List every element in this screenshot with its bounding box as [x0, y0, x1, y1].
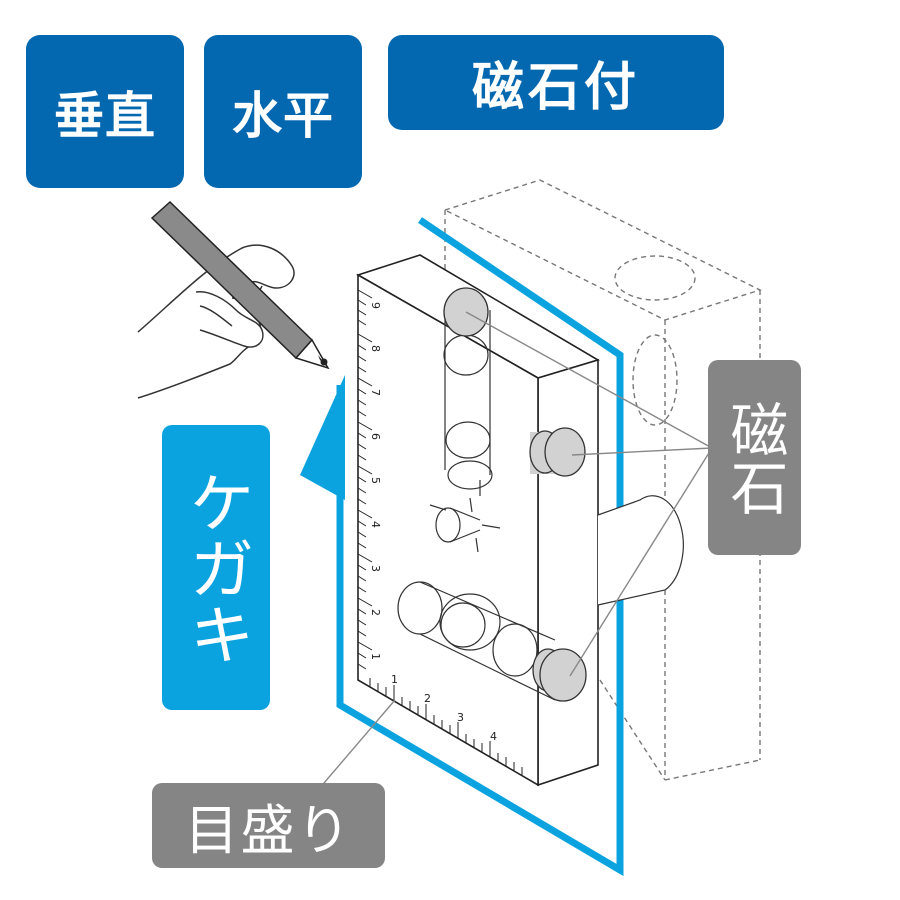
block-front-face — [357, 273, 539, 787]
horizontal-ruler-numbers: 1 2 3 4 — [391, 673, 497, 743]
horizontal-ruler-ticks — [369, 678, 523, 776]
ruler-number: 5 — [369, 477, 382, 484]
ruler-number: 3 — [457, 711, 464, 724]
ruler-number: 7 — [369, 389, 382, 396]
ruler-number: 4 — [490, 730, 497, 743]
mounting-cylinder — [597, 495, 684, 606]
level-block — [356, 254, 600, 787]
ruler-number: 1 — [369, 653, 382, 660]
magnet-icon — [529, 427, 586, 477]
hand-fingers — [195, 291, 264, 348]
horizontal-bubble-vial-icon — [397, 581, 556, 701]
badge-magnet-attached: 磁石付 — [388, 35, 724, 130]
ruler-number: 4 — [369, 521, 382, 528]
magnet-icon — [532, 648, 587, 702]
ruler-number: 6 — [369, 433, 382, 440]
block-side-face — [537, 358, 599, 787]
scribe-arrow — [300, 375, 345, 500]
scribe-plane — [336, 217, 624, 877]
callout-magnet: 磁石 — [708, 360, 801, 555]
pencil-icon — [150, 200, 330, 370]
vertical-ruler-numbers: 9 8 7 6 5 4 3 2 1 — [369, 302, 382, 660]
badge-horizontal: 水平 — [204, 35, 362, 188]
callout-scribe: ケガキ — [162, 425, 270, 710]
scale-leader-line — [317, 699, 396, 791]
ruler-number: 9 — [369, 302, 382, 309]
callout-graduations: 目盛り — [152, 783, 385, 868]
badge-vertical: 垂直 — [26, 35, 184, 188]
ruler-number: 3 — [369, 565, 382, 572]
ruler-number: 2 — [369, 609, 382, 616]
ruler-number: 2 — [424, 692, 431, 705]
magnet-leader-lines — [465, 311, 713, 677]
vertical-ruler-ticks — [357, 289, 373, 670]
ruler-number: 8 — [369, 345, 382, 352]
crosshair-cone-icon — [429, 497, 501, 553]
ruler-number: 1 — [391, 673, 398, 686]
